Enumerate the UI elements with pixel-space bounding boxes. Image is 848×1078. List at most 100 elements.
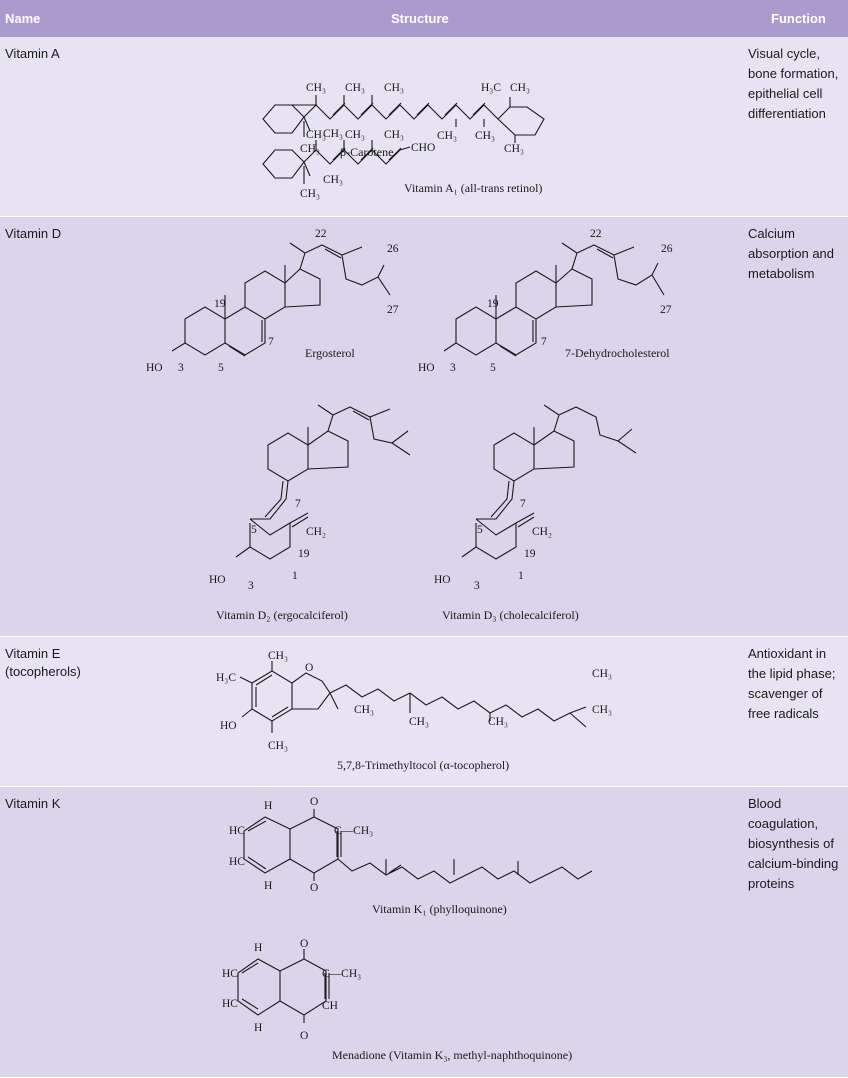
vitamin-d2-structure: HO 3 1 19 CH₂ 5 7 Vitamin D₂ (ergocalcif… (209, 404, 411, 622)
svg-text:7: 7 (541, 336, 547, 348)
svg-text:5: 5 (477, 524, 483, 536)
svg-text:CH₃: CH₃ (323, 174, 343, 186)
phylloquinone-structure: H H O O HC HC C—CH₃ Vitamin K₁ (phylloqu… (229, 796, 593, 916)
svg-text:CH₃: CH₃ (268, 650, 288, 662)
vitamin-k-structures: H H O O HC HC C—CH₃ Vitamin K₁ (phylloqu… (222, 796, 593, 1062)
svg-text:CH₃: CH₃ (384, 82, 404, 94)
svg-text:19: 19 (487, 298, 499, 310)
svg-text:H₃C: H₃C (481, 82, 501, 94)
svg-text:C—CH₃: C—CH₃ (334, 825, 373, 837)
svg-text:5: 5 (490, 362, 496, 374)
svg-text:HC: HC (229, 825, 245, 837)
svg-text:O: O (300, 1030, 308, 1042)
svg-text:C—CH₃: C—CH₃ (322, 968, 361, 980)
svg-text:26: 26 (661, 243, 673, 255)
svg-text:CH₃: CH₃ (504, 143, 524, 155)
menadione-structure: H H O O HC HC C—CH₃ CH Menadione (Vitami… (222, 938, 572, 1062)
vitamin-name: Vitamin A (5, 46, 60, 61)
svg-text:22: 22 (590, 228, 602, 240)
retinol-structure: CH₃ CH₃ CH₃ CHO CH₃ CH₃ Vitamin A₁ (all-… (262, 129, 542, 200)
svg-text:O: O (300, 938, 308, 950)
caption-phylloquinone: Vitamin K₁ (phylloquinone) (372, 902, 507, 916)
svg-text:HO: HO (220, 720, 237, 732)
svg-text:CH₃: CH₃ (268, 740, 288, 752)
svg-text:O: O (310, 796, 318, 808)
vitamin-name: Vitamin D (5, 226, 62, 241)
vitamin-name: Vitamin K (5, 796, 61, 811)
svg-text:7: 7 (295, 498, 301, 510)
svg-text:H: H (254, 1022, 262, 1034)
caption-beta-carotene: β-Carotene (340, 145, 393, 159)
header-function: Function (771, 11, 826, 26)
svg-text:HO: HO (434, 574, 451, 586)
svg-text:HO: HO (146, 362, 163, 374)
svg-text:CH₃: CH₃ (592, 704, 612, 716)
svg-text:HC: HC (222, 968, 238, 980)
svg-text:5: 5 (251, 524, 257, 536)
svg-text:CH₃: CH₃ (437, 130, 457, 142)
svg-text:CH₃: CH₃ (345, 129, 365, 141)
svg-text:O: O (305, 662, 313, 674)
svg-text:3: 3 (474, 580, 480, 592)
svg-text:H: H (254, 942, 262, 954)
svg-text:26: 26 (387, 243, 399, 255)
svg-text:1: 1 (518, 570, 524, 582)
vitamin-function: Calcium absorption and metabolism (748, 226, 835, 281)
svg-text:19: 19 (214, 298, 226, 310)
vitamin-function: Visual cycle, bone formation, epithelial… (748, 46, 839, 121)
vitamin-a-structures: CH₃ CH₃ CH₃ H₃C CH₃ CH₃ CH₃ CH₃ CH₃ CH₃ … (262, 82, 545, 200)
svg-text:CH₃: CH₃ (354, 704, 374, 716)
svg-text:HO: HO (418, 362, 435, 374)
vitamin-function: Blood coagulation, biosynthesis of calci… (748, 796, 839, 891)
ergosterol-structure: HO 3 5 7 19 22 26 27 Ergosterol (146, 228, 399, 374)
svg-text:CH: CH (322, 1000, 338, 1012)
vitamin-function: Antioxidant in the lipid phase; scavenge… (748, 646, 836, 721)
caption-menadione: Menadione (Vitamin K₃, methyl-naphthoqui… (332, 1048, 572, 1062)
svg-text:CH₃: CH₃ (323, 128, 343, 140)
svg-text:CH₃: CH₃ (306, 129, 326, 141)
beta-carotene-structure: CH₃ CH₃ CH₃ H₃C CH₃ CH₃ CH₃ CH₃ CH₃ CH₃ … (262, 82, 545, 159)
table-header: Name Structure Function (0, 0, 848, 37)
svg-text:CH₂: CH₂ (532, 526, 552, 538)
svg-text:27: 27 (660, 304, 672, 316)
svg-text:CH₃: CH₃ (306, 82, 326, 94)
caption-tocopherol: 5,7,8-Trimethyltocol (α-tocopherol) (337, 758, 509, 772)
svg-text:CH₃: CH₃ (592, 668, 612, 680)
svg-text:19: 19 (524, 548, 536, 560)
svg-text:CH₃: CH₃ (384, 129, 404, 141)
tocopherol-structure: CH₃ H₃C HO CH₃ O CH₃ CH₃ CH₃ CH₃ CH₃ 5,7… (216, 650, 612, 772)
row-vitamin-k: Vitamin K Blood coagulation, biosynthesi… (0, 787, 848, 1078)
svg-text:HC: HC (229, 856, 245, 868)
caption-vitamin-d3: Vitamin D₃ (cholecalciferol) (442, 608, 579, 622)
caption-vitamin-d2: Vitamin D₂ (ergocalciferol) (216, 608, 348, 622)
svg-text:CH₃: CH₃ (300, 188, 320, 200)
svg-text:CH₃: CH₃ (345, 82, 365, 94)
header-name: Name (5, 11, 41, 26)
row-vitamin-a: Vitamin A Visual cycle, bone formation, … (0, 37, 848, 217)
svg-text:7: 7 (520, 498, 526, 510)
svg-text:CH₃: CH₃ (488, 716, 508, 728)
svg-text:HO: HO (209, 574, 226, 586)
row-vitamin-e: Vitamin E (tocopherols) Antioxidant in t… (0, 637, 848, 787)
svg-text:1: 1 (292, 570, 298, 582)
row-vitamin-d: Vitamin D Calcium absorption and metabol… (0, 217, 848, 637)
svg-text:HC: HC (222, 998, 238, 1010)
svg-text:3: 3 (450, 362, 456, 374)
caption-dehydrocholesterol: 7-Dehydrocholesterol (565, 346, 670, 360)
svg-text:CHO: CHO (411, 142, 435, 154)
svg-text:7: 7 (268, 336, 274, 348)
vitamin-e-structures: CH₃ H₃C HO CH₃ O CH₃ CH₃ CH₃ CH₃ CH₃ 5,7… (216, 650, 612, 772)
svg-text:H: H (264, 800, 272, 812)
svg-text:27: 27 (387, 304, 399, 316)
svg-text:CH₂: CH₂ (306, 526, 326, 538)
svg-text:H: H (264, 880, 272, 892)
svg-text:3: 3 (178, 362, 184, 374)
svg-text:22: 22 (315, 228, 327, 240)
dehydrocholesterol-structure: HO 3 5 7 19 22 26 27 7-Dehydrocholestero… (418, 228, 673, 374)
svg-text:CH₃: CH₃ (300, 143, 320, 155)
svg-text:O: O (310, 882, 318, 894)
vitamin-name: Vitamin E (tocopherols) (5, 646, 81, 679)
svg-text:CH₃: CH₃ (409, 716, 429, 728)
svg-text:3: 3 (248, 580, 254, 592)
